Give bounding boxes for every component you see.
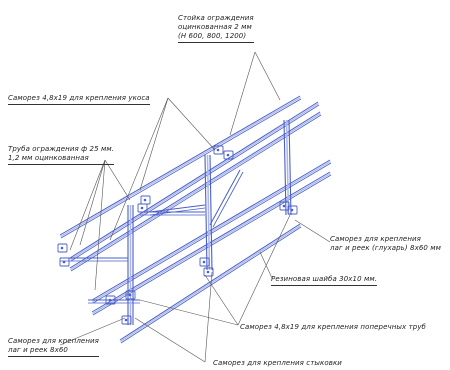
screw-head	[206, 270, 210, 274]
screw-head	[128, 293, 132, 297]
screw-head	[108, 298, 112, 302]
screw-head	[290, 208, 294, 212]
pipe-line	[69, 111, 321, 269]
pipe-line	[70, 114, 322, 272]
pipe-line	[69, 101, 319, 259]
leader-line	[139, 299, 239, 326]
brace-screw-label: Саморез 4,8х19 для крепления укоса	[8, 94, 150, 105]
screw-head	[62, 260, 66, 264]
pipe-line	[119, 223, 301, 341]
fix-screw-left-line2: лаг и реек 8х60	[8, 346, 99, 357]
screw-head	[60, 246, 64, 250]
bracket	[287, 205, 298, 215]
railing-posts	[127, 119, 292, 325]
pipe-line	[59, 95, 301, 236]
fix-screw-right-line2: лаг и реек (глухарь) 8х60 мм	[330, 244, 442, 252]
bracket	[105, 295, 116, 305]
screw-head	[282, 204, 286, 208]
leader-line	[204, 271, 213, 363]
fix-screw-left-label: Саморез для крепления лаг и реек 8х60	[8, 337, 99, 357]
leader-line	[139, 97, 169, 191]
bracket	[213, 145, 224, 155]
post-shade	[285, 119, 290, 216]
screw-head	[216, 148, 220, 152]
leader-line	[167, 97, 216, 151]
post-label: Стойка ограждения оцинкованная 2 мм (Н 6…	[178, 14, 254, 43]
screw-head	[143, 198, 147, 202]
leader-line	[254, 51, 281, 101]
post-line	[204, 154, 208, 271]
pipe-line	[60, 98, 302, 239]
pipe-label-line2: 1,2 мм оцинкованная	[8, 154, 115, 165]
pipe-shade	[70, 112, 321, 271]
pipe-label: Труба ограждения ф 25 мм. 1,2 мм оцинков…	[8, 145, 115, 165]
fix-screw-right-label: Саморез для крепления лаг и реек (глухар…	[330, 235, 441, 253]
pipe-shade	[70, 102, 319, 261]
leader-line	[259, 251, 273, 279]
screw-head	[140, 206, 144, 210]
bracket	[203, 267, 214, 277]
brace	[209, 169, 241, 226]
leader-line	[94, 159, 106, 291]
cross-pipe-screw-label: Саморез 4,8х19 для крепления поперечных …	[240, 323, 426, 331]
bracket	[125, 290, 136, 300]
bracket	[137, 203, 148, 213]
joint-screw-label: Саморез для крепления стыковки	[213, 359, 342, 367]
post-label-line2: оцинкованная 2 мм	[178, 23, 252, 31]
pipe-label-line1: Труба ограждения ф 25 мм.	[8, 145, 115, 153]
leader-line	[59, 317, 126, 346]
screw-head	[202, 260, 206, 264]
fix-screw-right-line1: Саморез для крепления	[330, 235, 421, 243]
fix-screw-left-line1: Саморез для крепления	[8, 337, 99, 345]
post-shade	[206, 154, 211, 271]
leader-line	[69, 159, 106, 251]
bracket	[199, 257, 210, 267]
screw-head	[124, 318, 128, 322]
rubber-washer-label: Резиновая шайба 30х10 мм.	[271, 275, 378, 286]
post-label-line3: (Н 600, 800, 1200)	[178, 32, 254, 43]
leader-line	[229, 51, 256, 136]
leader-line	[204, 274, 239, 326]
leader-line	[237, 214, 291, 326]
leader-lines	[59, 51, 331, 363]
bracket	[121, 315, 132, 325]
screw-head	[226, 153, 230, 157]
pipe-shade	[60, 96, 301, 238]
leader-line	[104, 159, 131, 201]
leader-line	[109, 97, 169, 241]
cross-pipe	[149, 207, 206, 216]
cross-pipe	[149, 204, 206, 213]
leader-line	[79, 159, 106, 246]
bracket	[223, 150, 234, 160]
post-line	[283, 119, 287, 216]
post-line	[209, 154, 213, 271]
leader-line	[294, 219, 331, 243]
post-line	[288, 119, 292, 216]
bracket	[57, 243, 68, 253]
leader-line	[134, 317, 206, 363]
railing-hardware	[57, 145, 298, 325]
brace	[212, 171, 244, 228]
bracket	[59, 257, 70, 267]
post-label-line1: Стойка ограждения	[178, 14, 254, 22]
